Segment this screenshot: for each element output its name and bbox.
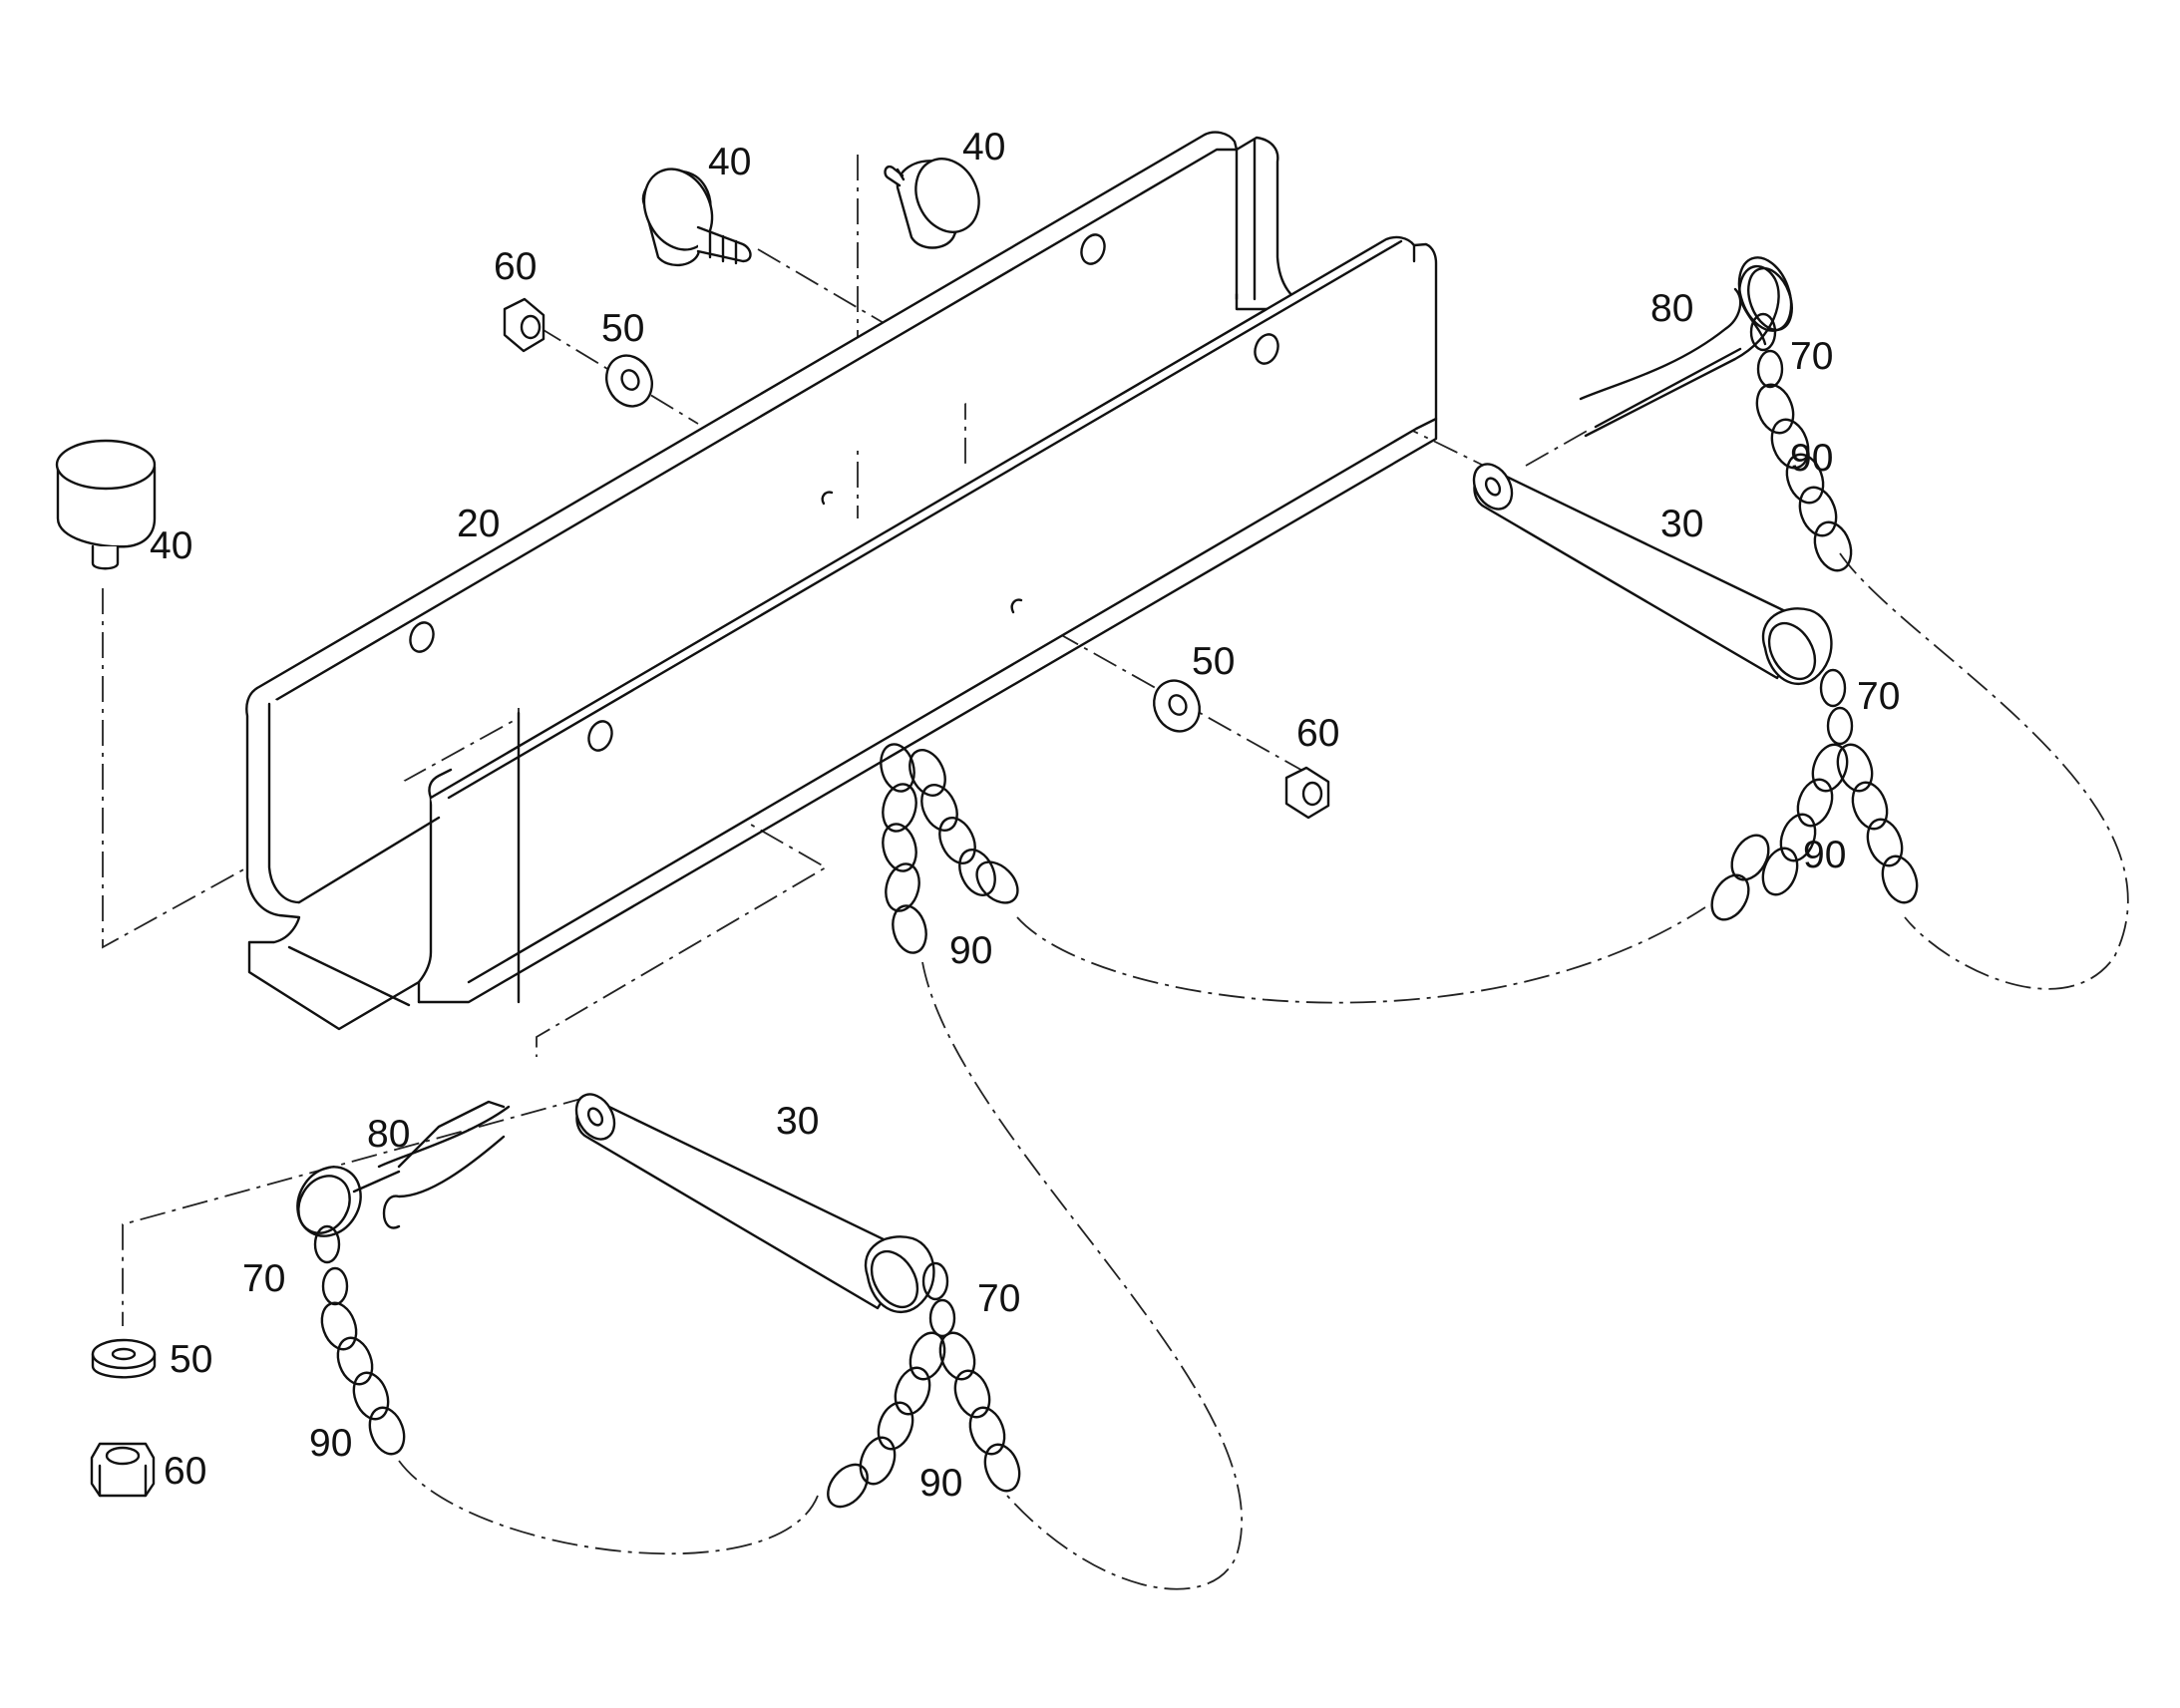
nut-part-60-top <box>503 297 545 353</box>
callout-labels: 20 30 30 40 40 40 50 50 50 60 60 60 70 7… <box>150 126 1900 1505</box>
callout-90-center-lower: 90 <box>919 1462 962 1505</box>
callout-40-upper-right: 40 <box>962 126 1005 169</box>
callout-50-bottom: 50 <box>170 1338 212 1381</box>
chain-assembly-center <box>880 743 1019 954</box>
callout-90-right-upper: 90 <box>1790 437 1833 480</box>
bracket-part-20 <box>245 131 1438 1031</box>
pin-part-30-left <box>574 1093 935 1314</box>
callout-70-left: 70 <box>242 1257 285 1300</box>
washer-part-50-top <box>605 354 653 408</box>
knob-part-40-left <box>55 439 157 570</box>
pin-part-30-right <box>1472 463 1833 686</box>
callout-30-right: 30 <box>1660 503 1703 545</box>
callout-60-top: 60 <box>494 245 537 288</box>
callout-70-right-upper: 70 <box>1790 335 1833 378</box>
callout-50-top: 50 <box>601 307 644 350</box>
callout-80-right: 80 <box>1650 287 1693 330</box>
callout-70-right-lower: 70 <box>1857 675 1900 718</box>
chain-assembly-left-lower <box>313 1224 1021 1509</box>
callout-90-center: 90 <box>949 929 992 972</box>
chain-assembly-right-upper <box>1749 312 1853 572</box>
spring-clip-part-80-right <box>1579 256 1793 438</box>
callout-70-center: 70 <box>977 1277 1020 1320</box>
callout-30-left: 30 <box>776 1100 819 1143</box>
spring-clip-part-80-left <box>296 1100 511 1237</box>
callout-50-right: 50 <box>1192 640 1235 683</box>
callout-60-right: 60 <box>1296 712 1339 755</box>
washer-part-50-right <box>1153 679 1201 733</box>
callout-80-left: 80 <box>367 1113 410 1156</box>
chain-assembly-right-lower <box>1710 668 1919 921</box>
washer-part-50-bottom <box>91 1338 157 1379</box>
knob-part-40-upper-right <box>884 158 980 249</box>
nut-part-60-bottom <box>90 1442 156 1498</box>
nut-part-60-right <box>1284 766 1330 820</box>
callout-60-bottom: 60 <box>164 1450 206 1493</box>
knob-part-40-upper <box>641 168 752 267</box>
callout-40-left: 40 <box>150 524 192 567</box>
callout-40-upper: 40 <box>708 141 751 183</box>
callout-90-right-lower: 90 <box>1803 834 1846 876</box>
callout-90-left: 90 <box>309 1422 352 1465</box>
callout-20: 20 <box>457 503 500 545</box>
